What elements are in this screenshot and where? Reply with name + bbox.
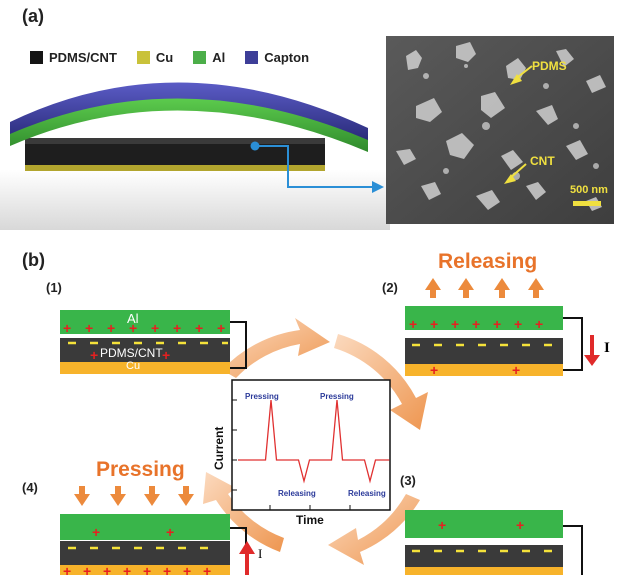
step-2-label: (2) — [382, 280, 398, 295]
svg-text:+: + — [430, 362, 438, 378]
svg-text:+: + — [123, 563, 131, 575]
svg-text:+: + — [143, 563, 151, 575]
svg-text:+: + — [90, 347, 98, 363]
floor-shadow — [0, 170, 390, 230]
step-2-current-label: I — [604, 340, 610, 356]
current-graph — [231, 379, 391, 511]
svg-text:+: + — [430, 316, 438, 332]
press-arrows — [74, 486, 194, 506]
current-series-line — [238, 399, 390, 484]
current-arrow-up — [239, 541, 255, 575]
svg-text:+: + — [516, 517, 524, 533]
svg-text:+: + — [535, 316, 543, 332]
svg-text:+: + — [103, 563, 111, 575]
cycle-arrow-top-left — [222, 318, 330, 378]
svg-text:+: + — [63, 563, 71, 575]
svg-text:+: + — [493, 316, 501, 332]
step-4-label: (4) — [22, 480, 38, 495]
step-1-pdms-label: PDMS/CNT — [100, 346, 163, 360]
legend-swatch-cu — [136, 51, 150, 64]
legend: PDMS/CNT Cu Al Capton — [30, 50, 329, 65]
current-arrow-down — [584, 335, 600, 366]
al-charges: +++ +++ ++ ++ — [63, 320, 225, 363]
svg-text:+: + — [92, 524, 100, 540]
step-1-label: (1) — [46, 280, 62, 295]
step-1-device: +++ +++ ++ ++ — [60, 310, 247, 374]
step-2-device: + + + + + + + + + — [405, 278, 600, 378]
step-4-current-label: I — [258, 546, 263, 561]
svg-text:+: + — [451, 316, 459, 332]
cu-layer — [60, 362, 230, 374]
capton-arch — [10, 82, 368, 140]
legend-item-cu: Cu — [136, 50, 174, 65]
pointer-line — [255, 145, 376, 188]
legend-item-al: Al — [193, 50, 225, 65]
svg-text:+: + — [63, 320, 71, 336]
scale-bar — [573, 201, 601, 206]
sem-label-pdms: PDMS — [532, 59, 567, 73]
graph-trough-label-2: Releasing — [348, 489, 386, 498]
circuit-wire — [230, 321, 247, 369]
sem-image: PDMS CNT 500 nm — [386, 36, 614, 224]
svg-text:+: + — [173, 320, 181, 336]
step-1-al-label: Al — [127, 311, 139, 326]
svg-text:+: + — [512, 362, 520, 378]
legend-item-capton: Capton — [245, 50, 309, 65]
legend-label: Capton — [264, 50, 310, 65]
svg-text:+: + — [195, 320, 203, 336]
svg-text:+: + — [85, 320, 93, 336]
release-arrows — [425, 278, 544, 298]
step-4-device: + + + + + + + + + + — [60, 486, 255, 575]
pointer-arrowhead — [372, 181, 384, 193]
graph-peak-label-2: Pressing — [320, 392, 354, 401]
svg-text:+: + — [438, 517, 446, 533]
svg-text:+: + — [107, 320, 115, 336]
pressing-title: Pressing — [96, 458, 185, 481]
svg-text:+: + — [514, 316, 522, 332]
legend-label: Al — [212, 50, 226, 65]
step-3-device: ++ — [405, 510, 583, 575]
graph-trough-label-1: Releasing — [278, 489, 316, 498]
cu-layer — [25, 164, 325, 171]
svg-text:+: + — [183, 563, 191, 575]
legend-label: Cu — [155, 50, 174, 65]
graph-xlabel: Time — [296, 513, 324, 527]
graph-ylabel: Current — [212, 426, 226, 470]
legend-swatch-al — [193, 51, 207, 64]
device-illustration — [0, 82, 390, 230]
step-3-label: (3) — [400, 473, 416, 488]
graph-frame — [231, 379, 391, 511]
pdms-cnt-top — [25, 138, 325, 144]
svg-text:+: + — [217, 320, 225, 336]
releasing-title: Releasing — [438, 250, 538, 273]
panel-a-label: (a) — [22, 6, 44, 26]
svg-text:+: + — [151, 320, 159, 336]
graph-peak-label-1: Pressing — [245, 392, 279, 401]
legend-item-pdms-cnt: PDMS/CNT — [30, 50, 117, 65]
svg-text:+: + — [163, 563, 171, 575]
cycle-arrow-bottom-left — [203, 472, 284, 552]
step-1-cu-label: Cu — [126, 360, 141, 372]
cycle-arrow-bottom-right — [328, 494, 420, 565]
legend-swatch-capton — [245, 51, 259, 64]
panel-b-label: (b) — [22, 250, 45, 270]
sem-texture — [386, 36, 614, 224]
sem-label-cnt: CNT — [530, 154, 555, 168]
legend-swatch-pdms-cnt — [30, 51, 43, 64]
cycle-diagram: +++ +++ ++ ++ +++ +++ + ++ — [60, 278, 600, 575]
svg-text:+: + — [83, 563, 91, 575]
svg-text:+: + — [162, 347, 170, 363]
cycle-arrows — [203, 318, 428, 565]
legend-label: PDMS/CNT — [49, 50, 117, 65]
svg-text:+: + — [129, 320, 137, 336]
svg-text:+: + — [166, 524, 174, 540]
pdms-cnt-layer — [25, 142, 325, 165]
al-layer — [60, 310, 230, 334]
svg-text:+: + — [203, 563, 211, 575]
svg-text:+: + — [409, 316, 417, 332]
svg-text:+: + — [472, 316, 480, 332]
cycle-arrow-top-right — [334, 334, 428, 430]
sem-scale-label: 500 nm — [570, 184, 608, 196]
